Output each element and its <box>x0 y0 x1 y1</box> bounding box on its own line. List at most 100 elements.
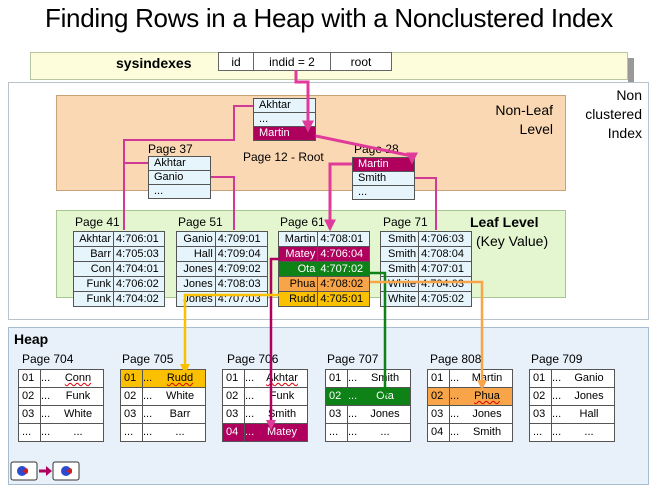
heap-page-704: 01...Conn 02...Funk 03...White ......... <box>18 369 104 442</box>
slot-dots: ... <box>41 370 53 388</box>
slot-id: 02 <box>223 388 245 406</box>
leaf-rid: 4:708:01 <box>318 232 369 247</box>
leaf-page-41-label: Page 41 <box>75 215 120 229</box>
non-leaf-label-2: Level <box>519 121 553 137</box>
heap-page-705: 01...Rudd 02...White 03...Barr ......... <box>120 369 206 442</box>
rudd-rid-arrow <box>180 293 279 374</box>
slot-id: 02 <box>530 388 552 406</box>
nonclustered-label-3: Index <box>607 125 642 141</box>
slot-dots: ... <box>143 388 155 406</box>
page-37-to-leaf-41-line <box>123 162 148 230</box>
slot-id: 01 <box>326 370 348 388</box>
slot-id-rudd: 01 <box>121 370 143 388</box>
ota-rid-arrow <box>370 271 390 397</box>
slide-nav-icon[interactable] <box>10 460 80 482</box>
leaf-rid-phua: 4:708:02 <box>318 277 369 292</box>
heap-page-808-label: Page 808 <box>430 352 482 366</box>
heap-page-705-label: Page 705 <box>122 352 174 366</box>
slot-id: 01 <box>19 370 41 388</box>
slot-dots: ... <box>552 406 564 424</box>
leaf-key: Smith <box>381 232 420 247</box>
slot-id-ota: 02 <box>326 388 348 406</box>
leaf-key: Funk <box>74 292 114 306</box>
heap-page-709-label: Page 709 <box>531 352 583 366</box>
leaf-key-ota: Ota <box>279 262 319 277</box>
leaf-key: Con <box>74 262 114 277</box>
slot-dots: ... <box>450 370 462 388</box>
page-28-to-leaf-61-arrow <box>324 162 352 232</box>
slot-id: ... <box>530 424 552 441</box>
leaf-key: Smith <box>381 262 420 277</box>
slot-id: 01 <box>530 370 552 388</box>
page-37-row: Akhtar <box>149 157 210 171</box>
slot-dots: ... <box>245 406 257 424</box>
leaf-rid: 4:708:03 <box>215 277 267 292</box>
slot-dots: ... <box>245 370 257 388</box>
slot-dots: ... <box>450 388 462 406</box>
row-value: Jones <box>360 406 410 424</box>
slot-id: 03 <box>428 406 450 424</box>
leaf-key: Funk <box>74 277 114 292</box>
slot-dots: ... <box>143 370 155 388</box>
leaf-key-matey: Matey <box>279 247 319 262</box>
slot-dots: ... <box>552 426 562 438</box>
leaf-rid: 4:708:04 <box>419 247 471 262</box>
slot-dots: ... <box>348 406 360 424</box>
page-37-row: ... <box>154 185 164 197</box>
row-value: Jones <box>462 406 512 424</box>
leaf-rid: 4:706:03 <box>419 232 471 247</box>
row-value: ... <box>73 426 83 438</box>
slot-id: ... <box>121 424 143 441</box>
leaf-key: Jones <box>177 262 216 277</box>
page-37-label: Page 37 <box>148 142 193 156</box>
heap-label: Heap <box>14 331 49 347</box>
heap-page-707-label: Page 707 <box>327 352 379 366</box>
sysindexes-col-indid: indid = 2 <box>254 53 331 70</box>
row-value: White <box>53 406 103 424</box>
slot-dots: ... <box>552 388 564 406</box>
row-value: Funk <box>53 388 103 406</box>
non-leaf-label-1: Non-Leaf <box>495 102 553 118</box>
page-28: Martin Smith ... <box>352 157 415 200</box>
row-value: ... <box>584 426 594 438</box>
slot-id: ... <box>326 424 348 441</box>
slot-id: 03 <box>223 406 245 424</box>
row-value: ... <box>380 426 390 438</box>
page-28-row: ... <box>358 186 368 198</box>
page-28-row-martin: Martin <box>353 158 414 172</box>
leaf-rid: 4:704:01 <box>113 262 164 277</box>
leaf-key: Ganio <box>177 232 216 247</box>
root-row: ... <box>254 113 315 127</box>
leaf-rid-matey: 4:706:04 <box>318 247 369 262</box>
root-row-martin: Martin <box>254 127 315 140</box>
leaf-key-phua: Phua <box>279 277 319 292</box>
row-value: Akhtar <box>266 372 298 384</box>
slot-id: 01 <box>428 370 450 388</box>
row-value-rudd: Rudd <box>166 372 194 384</box>
row-value-phua: Phua <box>474 390 500 402</box>
page-28-row: Smith <box>353 172 414 186</box>
row-value: Smith <box>257 406 307 424</box>
leaf-key: Jones <box>177 277 216 292</box>
leaf-rid: 4:706:02 <box>113 277 164 292</box>
row-value: Smith <box>472 426 502 438</box>
slot-id: 03 <box>121 406 143 424</box>
heap-page-808: 01...Martin 02...Phua 03...Jones 04...Sm… <box>427 369 513 442</box>
slot-id: 03 <box>19 406 41 424</box>
root-page: Akhtar ... Martin <box>253 98 316 141</box>
slot-dots: ... <box>143 406 155 424</box>
slot-dots: ... <box>41 426 51 438</box>
leaf-key: Akhtar <box>74 232 114 247</box>
slot-id-phua: 02 <box>428 388 450 406</box>
heap-page-709: 01...Ganio 02...Jones 03...Hall ........… <box>529 369 615 442</box>
leaf-page-61-label: Page 61 <box>280 215 325 229</box>
leaf-key-rudd: Rudd <box>279 292 319 306</box>
slot-dots: ... <box>348 388 360 406</box>
slot-id: 03 <box>326 406 348 424</box>
heap-page-704-label: Page 704 <box>22 352 74 366</box>
nonclustered-label-1: Non <box>616 87 642 103</box>
sysindexes-col-root: root <box>350 54 372 69</box>
slot-id: 04 <box>428 424 450 441</box>
